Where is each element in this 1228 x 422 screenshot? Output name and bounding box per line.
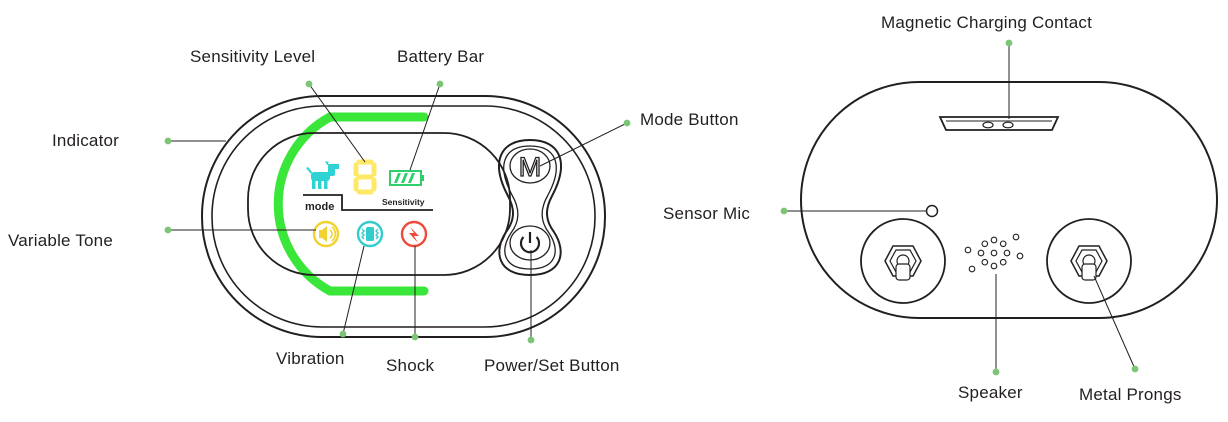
speaker-hole <box>999 240 1007 248</box>
speaker-hole <box>981 240 989 248</box>
speaker-hole <box>990 262 998 270</box>
label-shock: Shock <box>386 356 435 375</box>
speaker-grille <box>964 233 1024 273</box>
speaker-hole <box>999 258 1007 266</box>
battery-icon <box>389 170 424 186</box>
speaker-hole <box>1016 252 1024 260</box>
metal-prong-left <box>860 218 946 304</box>
label-metal-prongs: Metal Prongs <box>1079 385 1182 404</box>
speaker-hole <box>1012 233 1020 241</box>
button-housing-inner <box>503 145 557 270</box>
leader-vibration <box>342 245 365 335</box>
label-magnetic-charging-contact: Magnetic Charging Contact <box>881 13 1093 32</box>
sensitivity-text: Sensitivity <box>382 197 425 207</box>
label-variable-tone: Variable Tone <box>8 231 113 250</box>
label-indicator: Indicator <box>52 131 120 150</box>
label-battery-bar: Battery Bar <box>397 47 485 66</box>
front-view: mode Sensitivity <box>201 95 606 338</box>
label-vibration: Vibration <box>276 349 345 368</box>
magnetic-charging-contact <box>938 116 1060 131</box>
shock-icon <box>400 220 428 248</box>
speaker-hole <box>981 258 989 266</box>
power-button[interactable] <box>509 225 551 261</box>
tone-icon <box>312 220 340 248</box>
label-power-set-button: Power/Set Button <box>484 356 620 375</box>
leader-mode <box>539 122 628 167</box>
label-mode-button: Mode Button <box>640 110 739 129</box>
label-speaker: Speaker <box>958 383 1023 402</box>
sensitivity-digit-icon <box>353 159 377 195</box>
mode-button-letter: M <box>519 152 542 182</box>
vibration-icon <box>356 220 384 248</box>
speaker-hole <box>964 246 972 254</box>
sensor-mic <box>925 204 939 218</box>
speaker-hole <box>977 249 985 257</box>
front-outer-shell <box>201 95 606 338</box>
indicator-light-bar <box>273 112 429 296</box>
front-inner-shell <box>211 105 596 328</box>
leader-dots <box>164 39 1139 376</box>
leader-prongs <box>1093 275 1136 370</box>
label-sensor-mic: Sensor Mic <box>663 204 751 223</box>
speaker-hole <box>990 236 998 244</box>
speaker-hole <box>968 265 976 273</box>
mode-button[interactable]: M <box>509 148 551 184</box>
metal-prong-right <box>1046 218 1132 304</box>
mode-text: mode <box>305 201 334 213</box>
lcd-screen <box>247 132 511 276</box>
dog-icon <box>306 161 339 189</box>
display-underline <box>303 194 433 211</box>
speaker-hole <box>990 249 998 257</box>
leader-lines <box>168 43 1136 372</box>
speaker-hole <box>1003 249 1011 257</box>
button-housing <box>498 138 562 277</box>
power-icon <box>519 232 541 254</box>
leader-battery <box>409 83 441 171</box>
label-sensitivity-level: Sensitivity Level <box>190 47 316 66</box>
leader-sensitivity <box>308 83 366 163</box>
